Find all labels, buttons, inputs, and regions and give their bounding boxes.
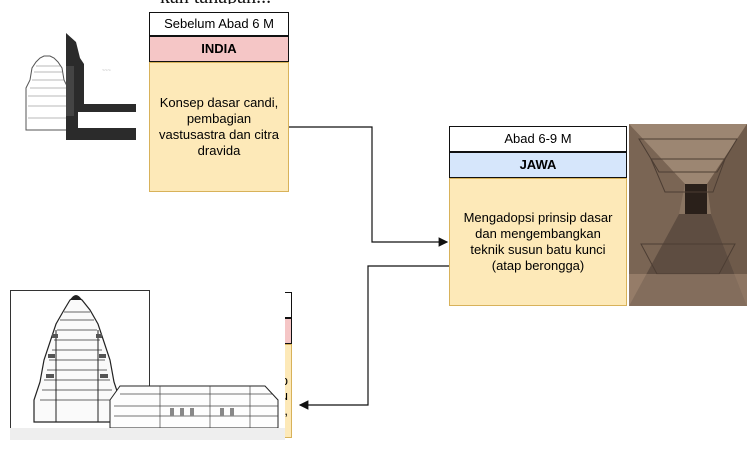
jawa-to-third-arrow <box>300 266 449 405</box>
india-to-jawa-arrow <box>289 127 447 242</box>
